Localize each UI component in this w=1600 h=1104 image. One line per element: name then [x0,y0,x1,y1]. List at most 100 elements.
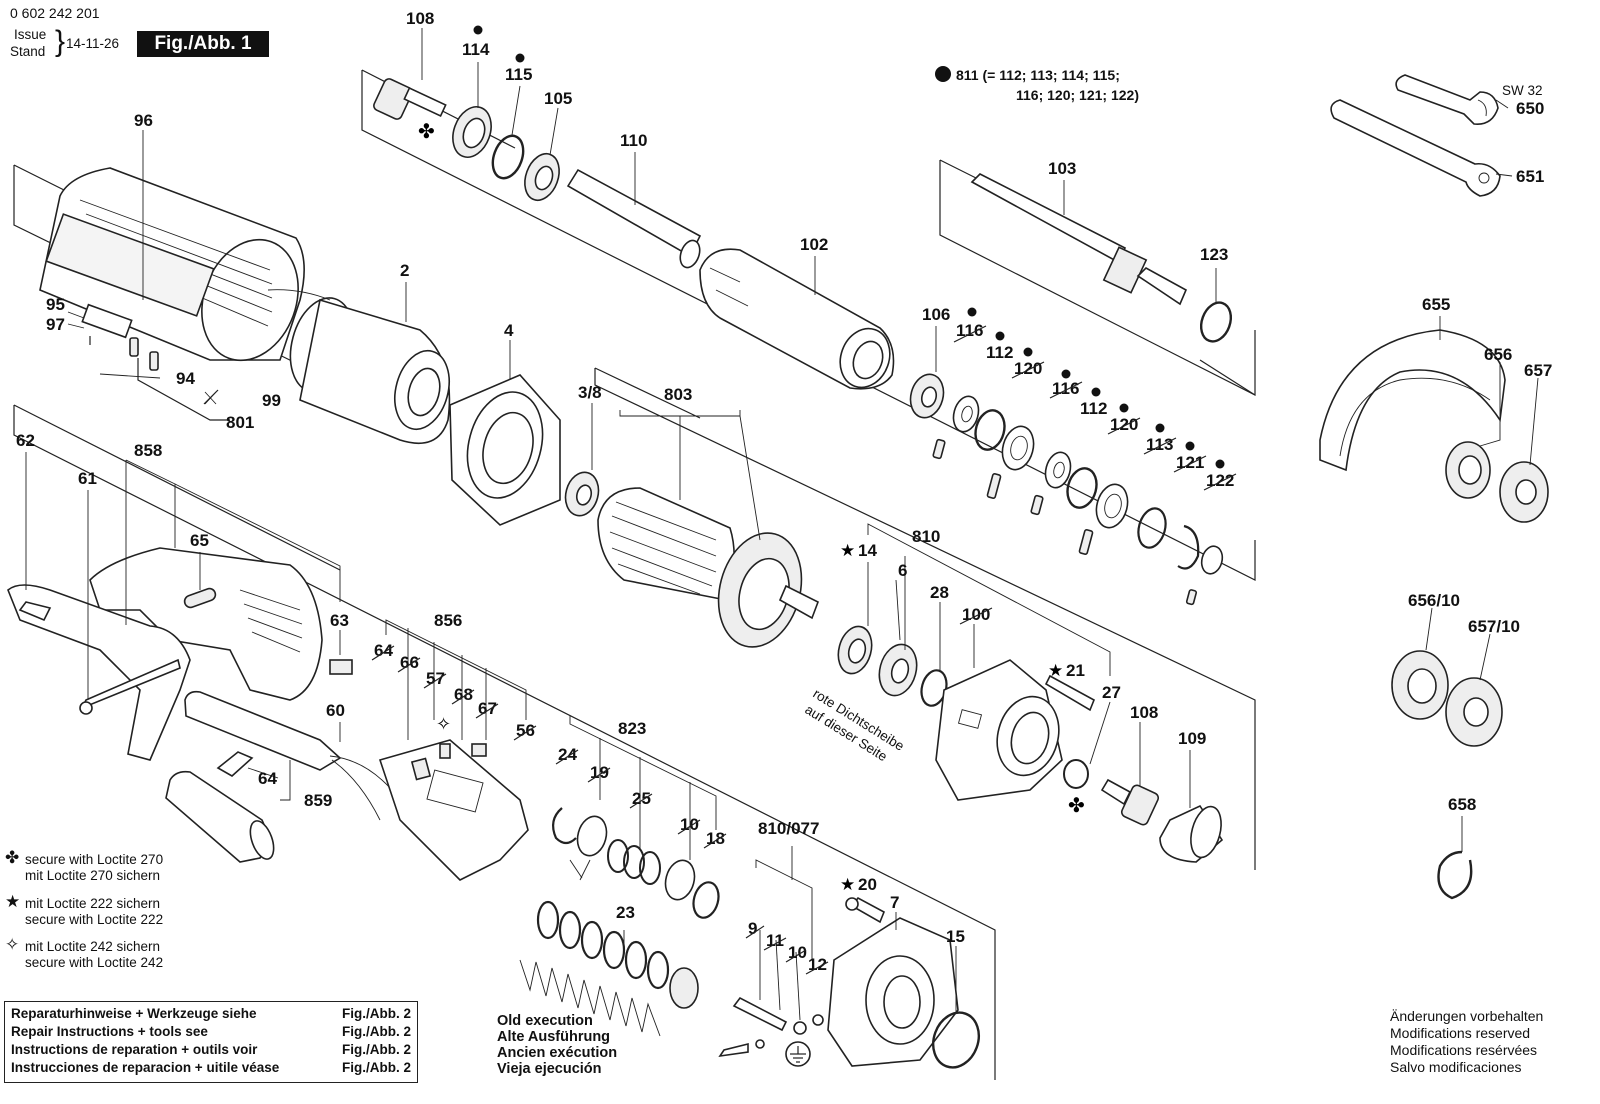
ring-113 [1137,507,1167,549]
label-810-077: 810/077 [758,819,819,838]
old-execution-note: Old execution Alte Ausführung Ancien exé… [497,1013,617,1077]
washer-122 [1185,545,1224,606]
oring-112b [1066,467,1098,555]
disc-19 [569,815,608,881]
motor-housing-96 [39,167,305,362]
bearing-106 [909,373,946,460]
old-execution-line: Vieja ejecución [497,1061,602,1077]
circlip-24 [551,807,577,845]
nut-657 [1499,461,1549,523]
label-803: 803 [664,385,692,404]
bearing-6 [878,643,918,697]
gear-housing-100 [935,659,1063,801]
label-15: 15 [946,927,965,946]
loctite-270-symbol-icon: ✤ [5,848,20,867]
loctite-222-symbol-icon: ★ [5,892,21,911]
gear-housing-7 [827,917,959,1067]
repair-row-text: Instrucciones de reparacion + uitile véa… [11,1060,280,1075]
sleeve-859 [165,770,275,863]
label-95: 95 [46,295,65,314]
wrench-651 [1330,99,1501,197]
label-14: 14 [858,541,877,560]
circlip-658 [1437,850,1473,900]
label-28: 28 [930,583,949,602]
label-859: 859 [304,791,332,810]
washer-120b [1095,483,1129,529]
label-657-10: 657/10 [1468,617,1520,636]
fan-guide-4 [449,374,561,526]
label-108: 108 [406,9,434,28]
label-23: 23 [616,903,635,922]
loctite-270-icon-b: ✤ [1068,793,1085,817]
label-97: 97 [46,315,65,334]
spindle-108b [1100,778,1160,826]
label-656-10: 656/10 [1408,591,1460,610]
modifications-note: Änderungen vorbehalten Modifications res… [1390,1008,1543,1076]
loctite-222-icon-b: ★ [1048,661,1063,681]
kit-note-line1: 811 (= 112; 113; 114; 115; [956,67,1120,83]
clip-63 [329,659,353,675]
legend-loctite-270: ✤ secure with Loctite 270 mit Loctite 27… [5,848,205,886]
clip-64 [216,751,254,777]
label-109: 109 [1178,729,1206,748]
repair-row-ref: Fig./Abb. 2 [342,1006,411,1021]
label-856: 856 [434,611,462,630]
label-102: 102 [800,235,828,254]
repair-row-ref: Fig./Abb. 2 [342,1060,411,1075]
legend-242-line1: mit Loctite 242 sichern [25,939,161,954]
legend-loctite-242: ✧ mit Loctite 242 sichern secure with Lo… [5,936,205,973]
legend-270-line1: secure with Loctite 270 [25,852,164,867]
armature-803 [597,487,820,648]
washer-116b [1044,451,1072,489]
label-12: 12 [808,955,827,974]
label-9: 9 [748,919,757,938]
loctite-222-icon: ★ [840,541,855,561]
needle-bearing-109 [1159,804,1224,863]
oring-27 [1063,759,1089,789]
leader-lines [25,28,1539,1021]
label-658: 658 [1448,795,1476,814]
nut-656 [1445,441,1491,499]
strike-marks [203,325,1237,975]
repair-row: Instructions de reparation + outils voir… [11,1041,411,1059]
circlip-121 [1177,524,1200,570]
label-96: 96 [134,111,153,130]
spring-25 [607,839,661,885]
label-115: 115 [505,65,532,84]
stator-2 [267,289,451,444]
label-110: 110 [620,131,647,150]
label-63: 63 [330,611,349,630]
spindle-108 [373,78,447,120]
repair-row-text: Repair Instructions + tools see [11,1024,208,1039]
label-94: 94 [176,369,195,388]
small-parts-95-97-94 [81,303,230,421]
modifications-line: Modifications resérvées [1390,1042,1538,1058]
label-6: 6 [898,561,907,580]
issue-date: 14-11-26 [66,36,120,51]
oring-18 [692,881,720,919]
oring-112a [974,409,1006,499]
label-4: 4 [504,321,514,340]
label-7: 7 [890,893,899,912]
loctite-242-icon: ✧ [436,714,451,735]
label-sw32: SW 32 [1502,83,1543,98]
label-112a: 112 [986,343,1013,362]
nut-656-10 [1391,650,1449,720]
legend-242-line2: secure with Loctite 242 [25,955,164,970]
bearing-105 [524,152,560,202]
label-62: 62 [16,431,35,450]
label-65: 65 [190,531,209,550]
modifications-line: Änderungen vorbehalten [1390,1008,1544,1024]
loctite-270-icon: ✤ [418,119,435,143]
label-858: 858 [134,441,162,460]
bearing-14 [837,625,873,675]
spring-stack-23 [519,900,699,1037]
screw-21 [1044,674,1096,712]
washer-116a [952,395,980,433]
repair-instructions-box: Reparaturhinweise + Werkzeuge siehe Fig.… [4,1001,418,1083]
handle-102 [699,248,895,390]
repair-row: Repair Instructions + tools see Fig./Abb… [11,1023,411,1041]
wrench-650 [1395,74,1499,125]
label-103: 103 [1048,159,1076,178]
